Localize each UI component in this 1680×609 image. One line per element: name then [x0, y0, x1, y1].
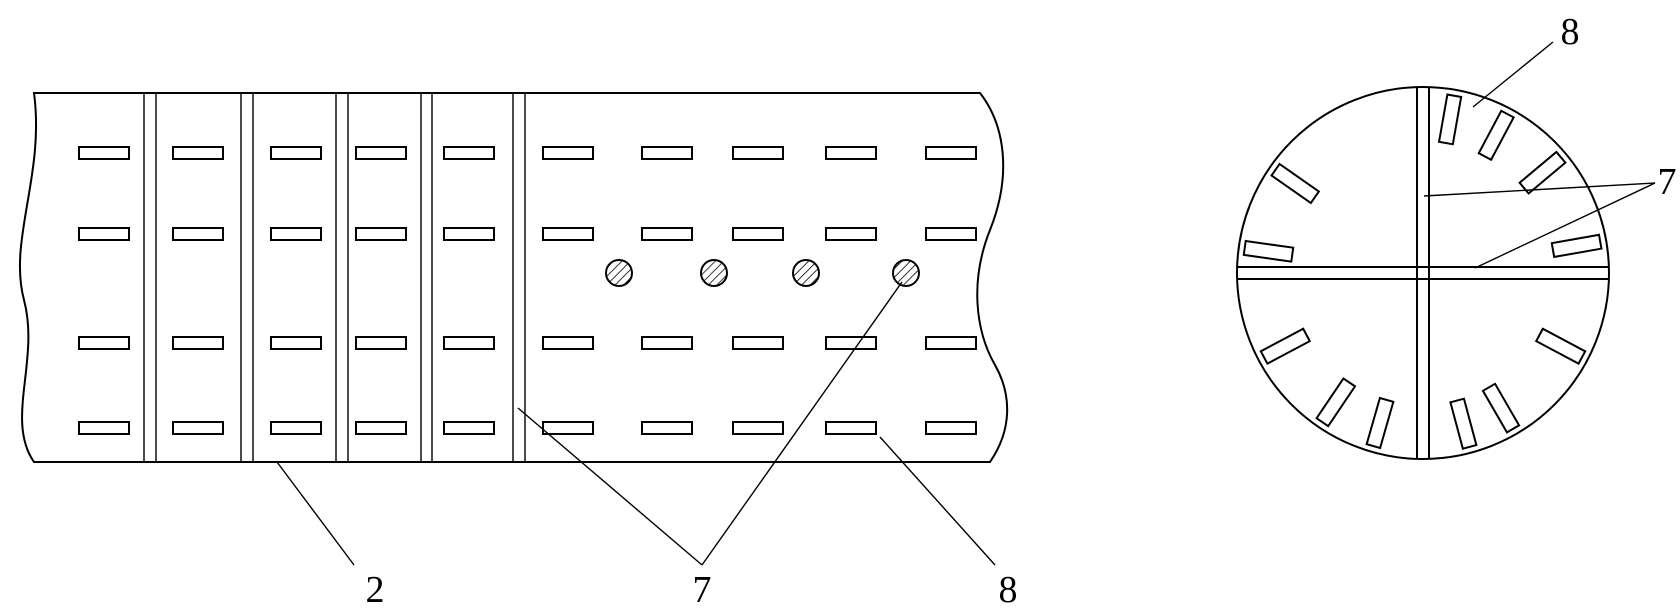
slot [443, 227, 495, 241]
stiffener-section [605, 259, 633, 287]
slot [825, 227, 877, 241]
pipe-cross-section [1236, 86, 1610, 460]
slot-grid [78, 146, 977, 435]
radial-slot [1259, 327, 1312, 366]
stiffener-section [700, 259, 728, 287]
slot [172, 421, 224, 435]
slot [443, 146, 495, 160]
radial-slot [1242, 239, 1295, 263]
slot [355, 227, 407, 241]
cross-section-view: 8 7 [1236, 11, 1677, 460]
slot [825, 421, 877, 435]
radial-slot [1270, 162, 1321, 205]
slot [270, 146, 322, 160]
slot [270, 227, 322, 241]
radial-slot [1518, 150, 1567, 195]
slot [172, 336, 224, 350]
radial-slot [1534, 327, 1587, 366]
slot [542, 146, 594, 160]
label-pipe-body: 2 [366, 569, 385, 609]
radial-slot [1315, 377, 1357, 428]
radial-slot [1437, 93, 1463, 146]
slot [732, 421, 784, 435]
slot [78, 227, 130, 241]
ring-lines [143, 93, 526, 462]
slot [542, 336, 594, 350]
slot [443, 336, 495, 350]
slot [641, 421, 693, 435]
slot [732, 146, 784, 160]
radial-slot [1449, 397, 1478, 450]
stiffener-section [792, 259, 820, 287]
stiffener-section [892, 259, 920, 287]
slot [172, 146, 224, 160]
radial-slot [1550, 233, 1603, 259]
slot [925, 336, 977, 350]
slot [355, 336, 407, 350]
slot [732, 336, 784, 350]
slot [355, 146, 407, 160]
pipe-outline [18, 92, 1009, 463]
slot [443, 421, 495, 435]
slot [542, 421, 594, 435]
slot [925, 421, 977, 435]
slot [78, 421, 130, 435]
slot [355, 421, 407, 435]
radial-slot [1477, 109, 1516, 162]
label-stiffener-side: 7 [693, 569, 712, 609]
stiffener-sections [605, 259, 920, 287]
slot [925, 227, 977, 241]
slot [825, 146, 877, 160]
slot [641, 227, 693, 241]
slot [270, 336, 322, 350]
slot [78, 336, 130, 350]
side-view: 2 7 8 [18, 92, 1018, 609]
label-slot-side: 8 [999, 569, 1018, 609]
cross-stiffeners [1237, 88, 1609, 458]
slot [641, 336, 693, 350]
slot [641, 146, 693, 160]
label-slot-section: 8 [1561, 11, 1580, 53]
slot [542, 227, 594, 241]
slot [270, 421, 322, 435]
radial-slot [1481, 382, 1521, 434]
slot [172, 227, 224, 241]
leader-lines-section [1423, 41, 1656, 269]
slot [732, 227, 784, 241]
slot [78, 146, 130, 160]
radial-slots [1242, 93, 1603, 450]
radial-slot [1365, 396, 1395, 450]
slot [825, 336, 877, 350]
slot [925, 146, 977, 160]
leader-lines-side [276, 281, 996, 566]
label-stiffener-section: 7 [1658, 161, 1677, 203]
